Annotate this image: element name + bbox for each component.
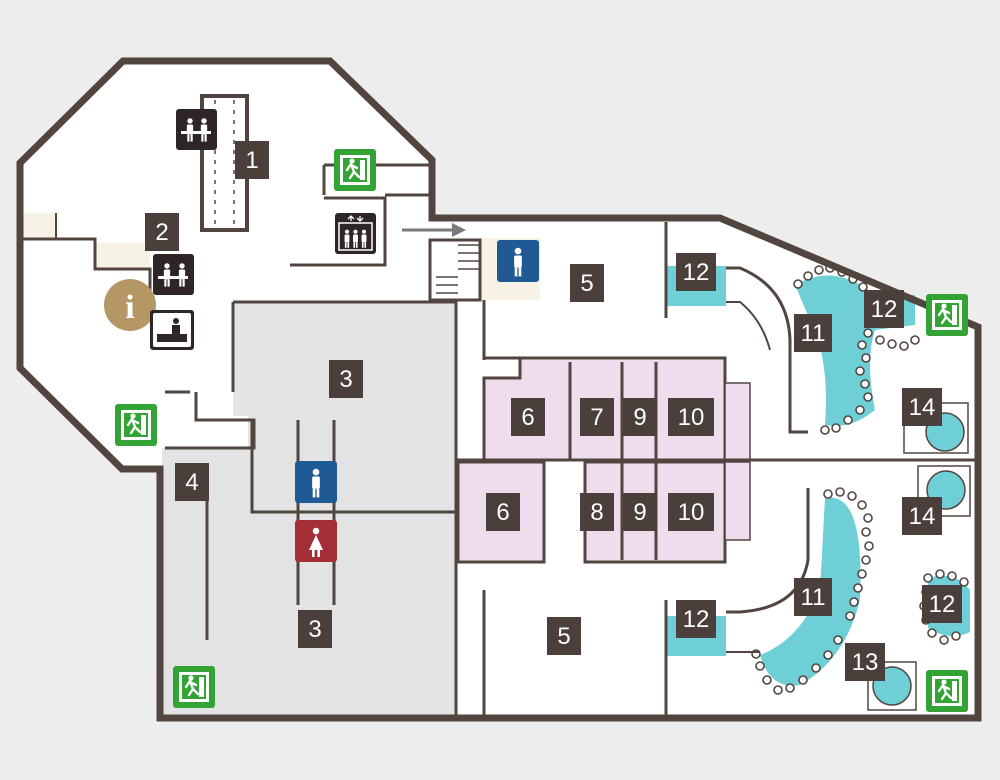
svg-text:5: 5 bbox=[580, 270, 593, 297]
svg-text:10: 10 bbox=[678, 404, 705, 431]
zone-label-2[interactable]: 2 bbox=[145, 213, 179, 251]
emergency-exit-icon[interactable] bbox=[332, 147, 378, 193]
zone-label-12[interactable]: 12 bbox=[676, 600, 716, 638]
zone-label-11[interactable]: 11 bbox=[794, 314, 832, 352]
svg-text:9: 9 bbox=[633, 499, 646, 526]
svg-text:12: 12 bbox=[683, 259, 710, 286]
zone-labels: 1 2 3 3 4 5 5 6 6 7 8 9 9 10 10 11 11 12… bbox=[145, 141, 962, 681]
zone-label-12[interactable]: 12 bbox=[864, 290, 904, 328]
svg-text:3: 3 bbox=[308, 616, 321, 643]
svg-text:6: 6 bbox=[496, 499, 509, 526]
info-icon[interactable]: i bbox=[104, 279, 156, 331]
zone-label-4[interactable]: 4 bbox=[175, 463, 209, 501]
svg-text:11: 11 bbox=[801, 584, 826, 611]
zone-label-5[interactable]: 5 bbox=[570, 264, 604, 302]
svg-text:12: 12 bbox=[929, 591, 956, 618]
zone-label-10[interactable]: 10 bbox=[668, 493, 714, 531]
zone-label-6[interactable]: 6 bbox=[486, 493, 520, 531]
arrow-right-icon bbox=[402, 223, 466, 237]
tubs bbox=[867, 402, 971, 711]
svg-text:2: 2 bbox=[155, 219, 168, 246]
emergency-exit-icon[interactable] bbox=[924, 292, 970, 338]
zone-label-10[interactable]: 10 bbox=[668, 398, 714, 436]
svg-text:10: 10 bbox=[678, 499, 705, 526]
svg-text:12: 12 bbox=[683, 606, 710, 633]
svg-text:7: 7 bbox=[590, 404, 603, 431]
svg-text:14: 14 bbox=[909, 503, 936, 530]
concierge-icon[interactable] bbox=[153, 254, 194, 295]
zone-label-13[interactable]: 13 bbox=[845, 643, 885, 681]
zone-label-8[interactable]: 8 bbox=[580, 493, 614, 531]
storage-room-left bbox=[22, 213, 56, 239]
zone-label-9[interactable]: 9 bbox=[623, 398, 657, 436]
reception-desk-icon[interactable] bbox=[176, 109, 217, 150]
emergency-exit-icon[interactable] bbox=[171, 664, 217, 710]
svg-text:11: 11 bbox=[801, 320, 826, 347]
svg-text:13: 13 bbox=[852, 649, 879, 676]
zone-label-12[interactable]: 12 bbox=[922, 585, 962, 623]
emergency-exit-icon[interactable] bbox=[924, 668, 970, 714]
zone-label-12[interactable]: 12 bbox=[676, 253, 716, 291]
svg-text:8: 8 bbox=[590, 499, 603, 526]
zone-label-3[interactable]: 3 bbox=[329, 360, 363, 398]
svg-text:1: 1 bbox=[245, 147, 258, 174]
svg-text:i: i bbox=[125, 289, 134, 326]
zone-label-1[interactable]: 1 bbox=[235, 141, 269, 179]
mens-restroom-icon[interactable] bbox=[295, 461, 337, 503]
walls bbox=[16, 57, 982, 722]
mens-restroom-icon[interactable] bbox=[497, 240, 539, 282]
svg-text:4: 4 bbox=[185, 469, 198, 496]
elevator-icon[interactable] bbox=[335, 213, 376, 254]
svg-text:9: 9 bbox=[633, 404, 646, 431]
zone-label-11[interactable]: 11 bbox=[794, 578, 832, 616]
corridor-floor bbox=[162, 302, 456, 716]
svg-text:3: 3 bbox=[339, 366, 352, 393]
storage-room-2 bbox=[95, 243, 150, 269]
svg-text:5: 5 bbox=[557, 623, 570, 650]
zone-label-7[interactable]: 7 bbox=[580, 398, 614, 436]
svg-text:14: 14 bbox=[909, 394, 936, 421]
zone-label-3[interactable]: 3 bbox=[298, 610, 332, 648]
zone-label-6[interactable]: 6 bbox=[511, 398, 545, 436]
zone-label-14[interactable]: 14 bbox=[902, 388, 942, 426]
svg-text:6: 6 bbox=[521, 404, 534, 431]
emergency-exit-icon[interactable] bbox=[113, 402, 159, 448]
womens-restroom-icon[interactable] bbox=[295, 520, 337, 562]
svg-text:12: 12 bbox=[871, 296, 898, 323]
floor-areas bbox=[20, 61, 978, 718]
front-desk-icon[interactable] bbox=[150, 310, 194, 350]
zone-label-14[interactable]: 14 bbox=[902, 497, 942, 535]
zone-label-9[interactable]: 9 bbox=[623, 493, 657, 531]
zone-label-5[interactable]: 5 bbox=[547, 617, 581, 655]
